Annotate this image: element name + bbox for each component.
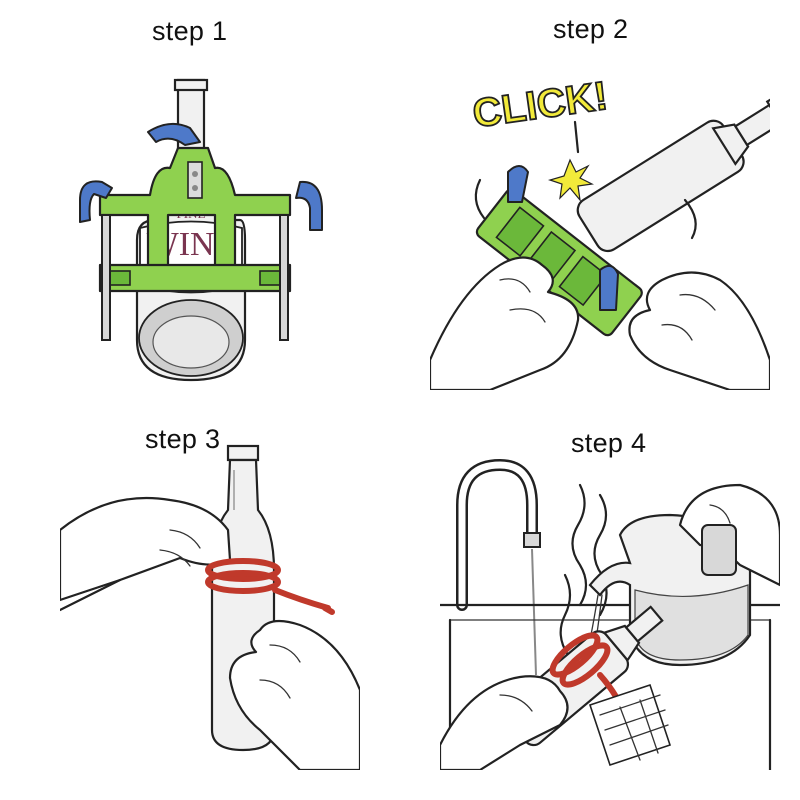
faucet-icon bbox=[456, 458, 541, 611]
steam-icon bbox=[559, 483, 608, 657]
step-1-illustration: FINE WINE bbox=[60, 70, 350, 390]
spark-icon bbox=[547, 158, 594, 203]
step-4-title: step 4 bbox=[571, 428, 647, 458]
step-2-title: step 2 bbox=[553, 14, 629, 44]
step-3-title: step 3 bbox=[145, 424, 221, 454]
click-sound-text: CLICK! bbox=[470, 74, 610, 136]
step-4-illustration bbox=[440, 445, 780, 770]
bottle-cutter-icon: FINE WINE bbox=[79, 78, 323, 382]
step-1-title: step 1 bbox=[152, 16, 228, 46]
step-2-illustration: CLICK! bbox=[430, 60, 770, 390]
step-3-illustration bbox=[60, 440, 360, 770]
